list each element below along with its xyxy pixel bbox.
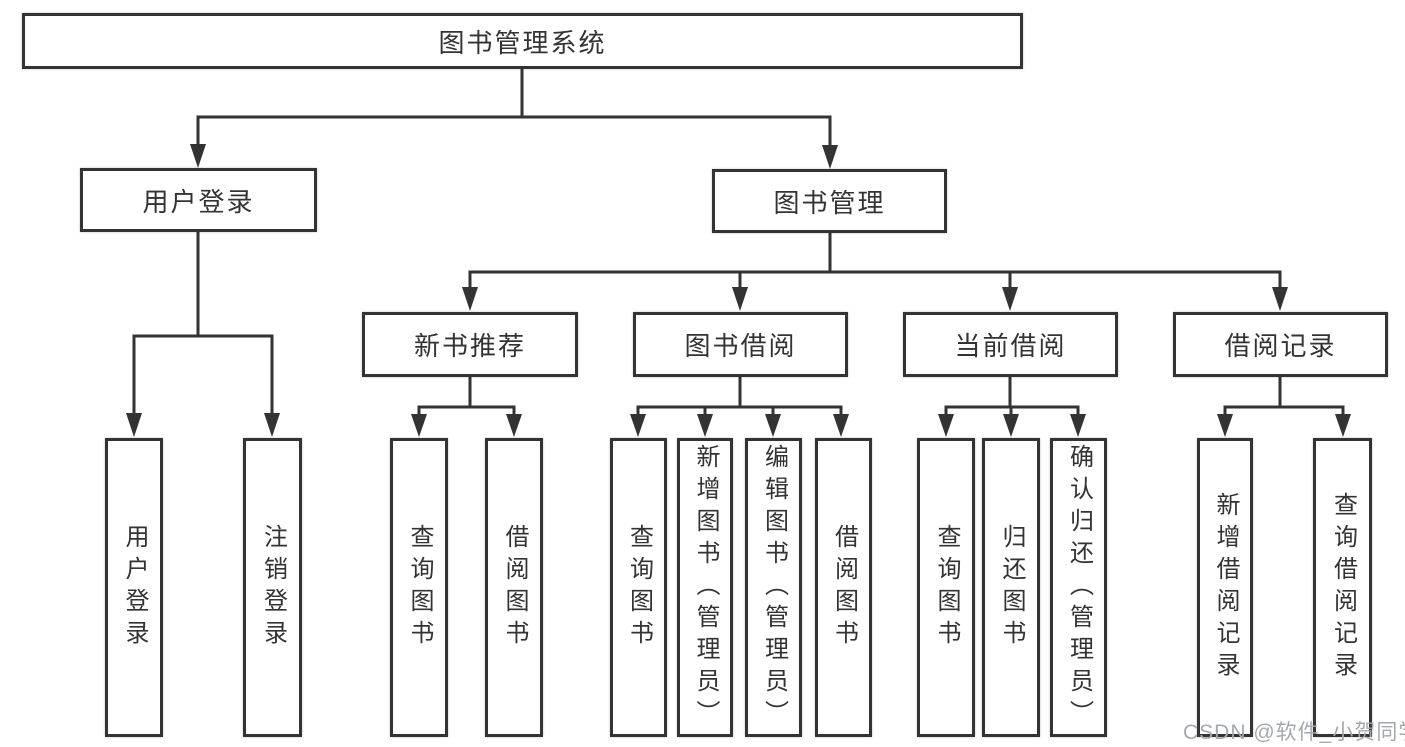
leaf-confirm-return-admin: 确认归还（管理员）	[1050, 438, 1107, 737]
leaf-edit-books-admin: 编辑图书（管理员）	[745, 438, 802, 737]
leaf-label: 新增图书（管理员）	[692, 443, 719, 732]
node-label: 当前借阅	[954, 331, 1067, 361]
leaf-query-borrow-record: 查询借阅记录	[1313, 438, 1372, 737]
leaf-user-login: 用户登录	[105, 438, 163, 737]
leaf-label: 新增借阅记录	[1212, 491, 1239, 684]
connector-borrow-to-leaves	[630, 377, 849, 437]
node-root-system: 图书管理系统	[22, 13, 1023, 69]
node-label: 图书管理	[773, 187, 886, 218]
leaf-label: 注销登录	[259, 523, 287, 652]
leaf-add-borrow-record: 新增借阅记录	[1197, 438, 1253, 737]
node-label: 借阅记录	[1224, 331, 1337, 361]
leaf-label: 编辑图书（管理员）	[760, 443, 788, 732]
node-label: 图书借阅	[684, 331, 797, 361]
node-label: 图书管理系统	[438, 27, 607, 58]
leaf-borrow-books: 借阅图书	[815, 438, 872, 737]
leaf-label: 查询图书	[406, 523, 433, 652]
leaf-label: 借阅图书	[501, 523, 528, 652]
node-label: 用户登录	[142, 186, 255, 217]
connector-bookmgmt-to-level3	[462, 233, 1288, 311]
leaf-label: 查询图书	[625, 523, 653, 652]
leaf-label: 查询借阅记录	[1329, 491, 1357, 684]
leaf-return-books: 归还图书	[982, 438, 1040, 737]
connector-current-to-leaves	[938, 377, 1086, 437]
leaf-label: 用户登录	[121, 523, 148, 652]
node-book-borrow: 图书借阅	[633, 312, 848, 377]
leaf-logout: 注销登录	[243, 438, 302, 737]
leaf-borrow-books-recommend: 借阅图书	[485, 438, 543, 737]
leaf-query-books-recommend: 查询图书	[390, 438, 448, 737]
leaf-label: 查询图书	[933, 523, 960, 652]
csdn-watermark: CSDN @软件_小贺同学	[1183, 721, 1405, 744]
node-label: 新书推荐	[413, 331, 526, 361]
leaf-query-books-current: 查询图书	[917, 438, 975, 737]
leaf-add-books-admin: 新增图书（管理员）	[677, 438, 733, 737]
leaf-label: 借阅图书	[830, 523, 858, 652]
connector-newbook-to-leaves	[411, 377, 522, 437]
node-current-borrow: 当前借阅	[903, 312, 1118, 377]
node-borrow-records: 借阅记录	[1173, 312, 1388, 377]
node-book-management: 图书管理	[712, 169, 947, 233]
leaf-label: 归还图书	[998, 523, 1025, 652]
leaf-label: 确认归还（管理员）	[1065, 443, 1093, 732]
connector-records-to-leaves	[1217, 377, 1351, 437]
node-new-book-recommend: 新书推荐	[362, 312, 578, 377]
connector-root-to-level2	[190, 69, 838, 169]
node-user-login: 用户登录	[80, 168, 317, 232]
leaf-query-books-borrow: 查询图书	[610, 438, 667, 737]
connector-userlogin-to-leaves	[126, 232, 280, 437]
